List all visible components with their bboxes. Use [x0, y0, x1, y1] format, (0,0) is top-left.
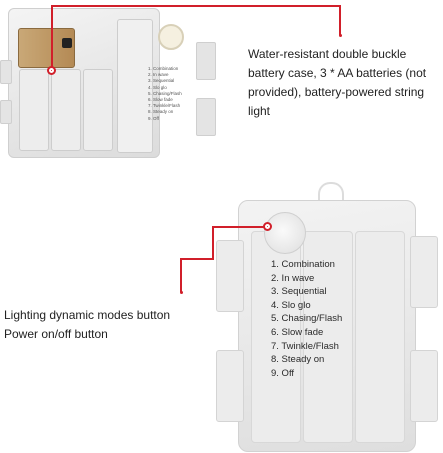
battery-slot — [83, 69, 113, 151]
mini-mode-item: 4. Slo glo — [148, 84, 167, 90]
case-buckle — [216, 350, 244, 422]
case-buckle — [216, 240, 244, 312]
callout-endcap — [180, 291, 183, 294]
caption-line-modes: Lighting dynamic modes button — [4, 308, 171, 322]
case-description-caption: Water-resistant double buckle battery ca… — [248, 47, 427, 118]
callout-line — [180, 258, 182, 292]
case-buckle — [410, 236, 438, 308]
mode-item: 4. Slo glo — [271, 299, 311, 311]
mode-item: 3. Sequential — [271, 286, 327, 298]
modes-list: 1. Combination 2. In wave 3. Sequential … — [271, 258, 342, 380]
callout-line — [339, 5, 341, 35]
mini-mode-item: 7. Twinkle/Flash — [148, 103, 181, 109]
button-description-caption: Lighting dynamic modes button Power on/o… — [4, 306, 209, 344]
battery-slot — [19, 69, 49, 151]
mini-modes-list: 1. Combination 2. In wave 3. Sequential … — [148, 66, 182, 122]
callout-line — [180, 258, 214, 260]
case-buckle — [196, 42, 216, 80]
case-buckle — [410, 350, 438, 422]
mode-item: 2. In wave — [271, 272, 315, 284]
mode-item: 6. Slow fade — [271, 326, 324, 338]
callout-line — [51, 5, 340, 7]
mini-mode-item: 6. Slow fade — [148, 97, 173, 103]
mode-item: 8. Steady on — [271, 354, 325, 366]
caption-line-power: Power on/off button — [4, 327, 108, 341]
callout-endcap — [339, 34, 342, 37]
mode-item: 7. Twinkle/Flash — [271, 340, 339, 352]
circuit-board — [18, 28, 75, 68]
callout-line — [51, 5, 53, 68]
mode-item: 9. Off — [271, 367, 295, 379]
callout-line — [212, 226, 265, 228]
mini-mode-item: 1. Combination — [148, 66, 179, 71]
mini-mode-item: 8. Steady on — [148, 109, 174, 115]
battery-slot — [51, 69, 81, 151]
mini-mode-item: 3. Sequential — [148, 78, 175, 84]
power-switch — [62, 38, 72, 48]
mode-item: 1. Combination — [271, 259, 335, 270]
case-rib — [355, 231, 405, 443]
case-rib — [251, 231, 301, 443]
case-clip — [0, 60, 12, 84]
mode-button — [158, 24, 184, 50]
case-rib — [303, 231, 353, 443]
wire-loop — [318, 182, 344, 206]
mini-mode-item: 2. In wave — [148, 72, 169, 78]
mode-item: 5. Chasing/Flash — [271, 313, 343, 325]
case-clip — [0, 100, 12, 124]
case-buckle — [196, 98, 216, 136]
mini-mode-item: 5. Chasing/Flash — [148, 90, 182, 96]
case-lid — [117, 19, 153, 153]
callout-line — [212, 226, 214, 260]
mini-mode-item: 9. Off — [148, 115, 159, 121]
mode-button — [264, 212, 306, 254]
battery-case-open-photo — [8, 8, 160, 158]
